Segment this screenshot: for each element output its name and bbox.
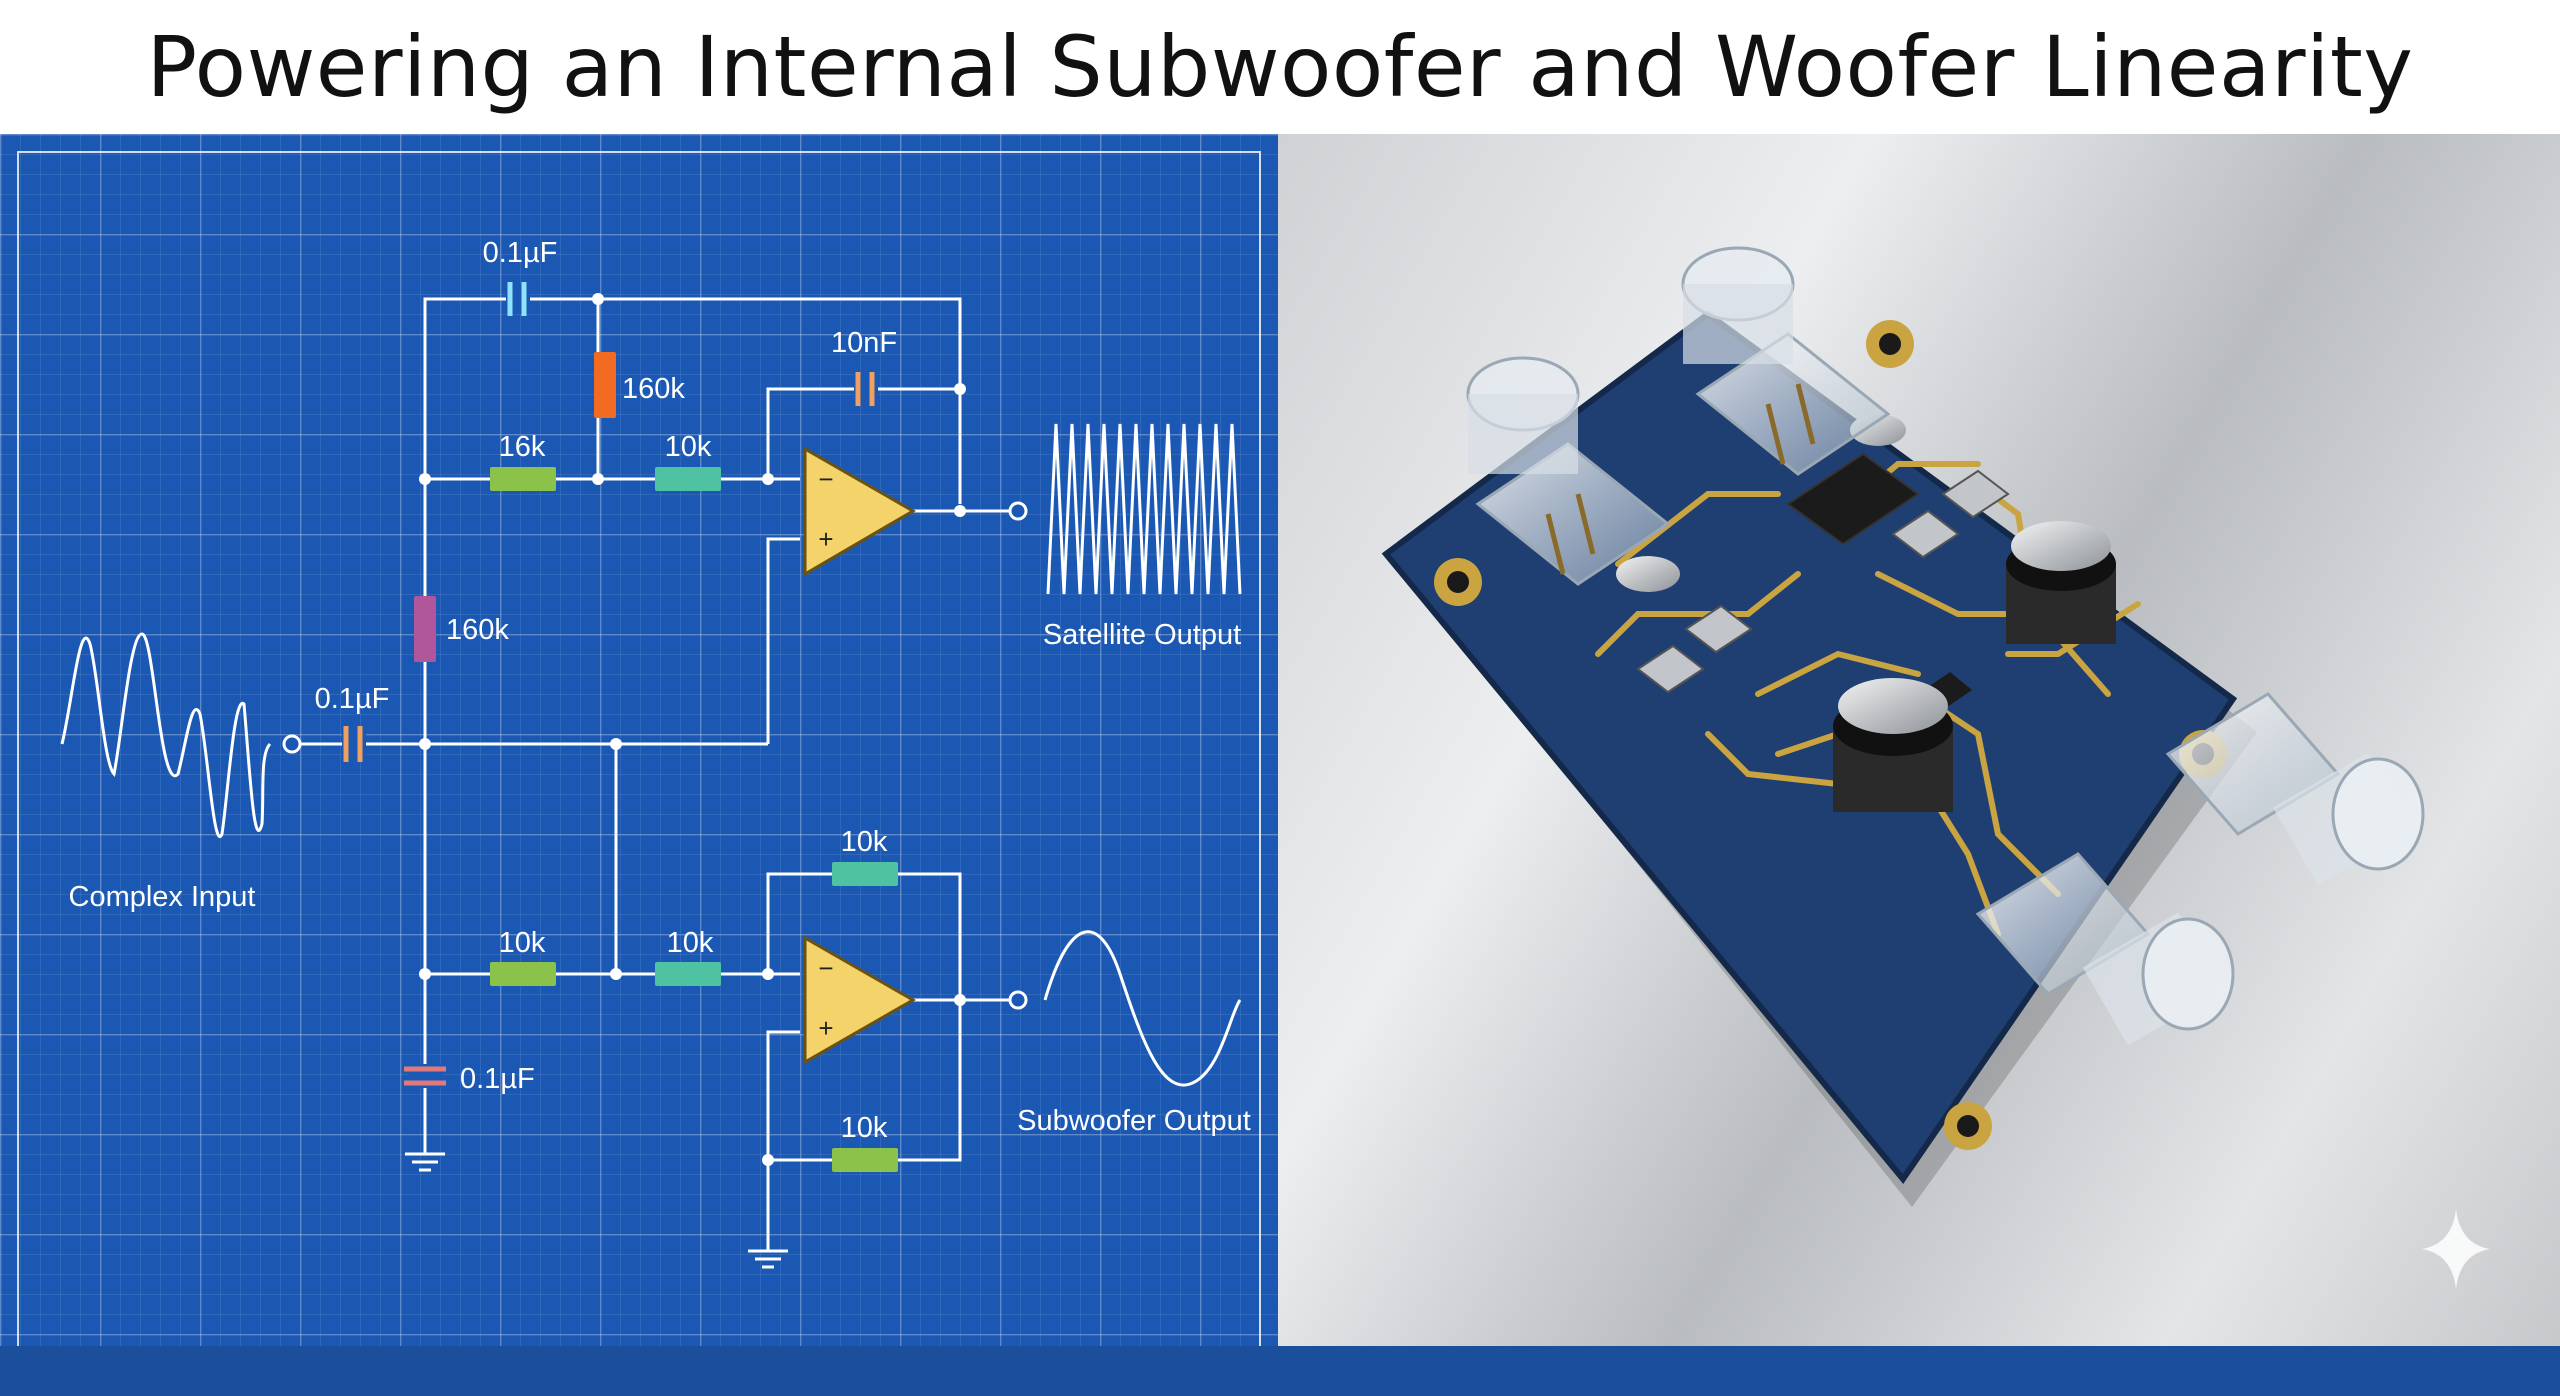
title-bar: Powering an Internal Subwoofer and Woofe… xyxy=(0,0,2560,134)
opamp-upper-minus: − xyxy=(818,464,833,494)
capacitor-ground xyxy=(404,1064,446,1088)
ground-symbol-icon xyxy=(405,1152,445,1172)
opamp-upper-plus: + xyxy=(818,524,833,554)
resistor-upper-right xyxy=(655,467,721,491)
ground-symbol-icon xyxy=(748,1249,788,1269)
input-terminal xyxy=(282,734,302,754)
label-res-upper-left: 16k xyxy=(499,431,546,463)
opamp-lower-minus: − xyxy=(818,953,833,983)
audio-jack-bottom-left xyxy=(1975,852,2235,1046)
capacitor-input xyxy=(342,726,366,762)
footer-bar xyxy=(0,1346,2560,1396)
schematic-border xyxy=(17,151,1261,1346)
resistor-lower-left xyxy=(490,962,556,986)
resistor-lower-feedback xyxy=(832,862,898,886)
label-cap-ground: 0.1µF xyxy=(460,1063,535,1095)
resistor-bottom xyxy=(832,1148,898,1172)
label-res-lower-right: 10k xyxy=(667,927,714,959)
smd-components xyxy=(1636,469,2010,694)
complex-input-label: Complex Input xyxy=(69,881,256,913)
label-res-upper-right: 10k xyxy=(665,431,712,463)
resistor-upper-left xyxy=(490,467,556,491)
schematic-diagram: − + − + 0.1µF 160k 10nF 16k 10k 160k 0.1… xyxy=(17,151,1261,1346)
electrolytic-capacitors xyxy=(1616,414,2116,812)
label-res-bottom: 10k xyxy=(841,1112,888,1144)
capacitor-feedback xyxy=(854,372,878,406)
satellite-output-label: Satellite Output xyxy=(1043,619,1241,651)
opamp-lower xyxy=(803,935,917,1065)
junction-dots xyxy=(419,293,966,1166)
label-cap-input: 0.1µF xyxy=(315,683,390,715)
label-res-top-vertical: 160k xyxy=(622,373,685,405)
label-cap-feedback: 10nF xyxy=(831,327,897,359)
satellite-output-waveform xyxy=(1046,423,1242,595)
sparkle-icon xyxy=(2422,1209,2490,1289)
subwoofer-terminal xyxy=(1008,990,1028,1010)
resistor-mid-vertical xyxy=(414,596,436,662)
opamp-upper xyxy=(803,446,916,577)
label-res-lower-left: 10k xyxy=(499,927,546,959)
resistor-lower-right xyxy=(655,962,721,986)
pcb-photo-panel xyxy=(1278,134,2560,1346)
audio-jack-bottom-right xyxy=(2165,692,2425,886)
subwoofer-output-waveform xyxy=(1043,930,1242,1087)
opamp-lower-plus: + xyxy=(818,1013,833,1043)
audio-jack-top-left xyxy=(1466,356,1671,586)
pcb-illustration xyxy=(1381,246,2490,1289)
complex-input-waveform xyxy=(60,632,272,839)
audio-jack-top-right xyxy=(1681,246,1891,476)
label-res-mid-vertical: 160k xyxy=(446,614,509,646)
capacitor-top xyxy=(506,282,530,316)
terminals xyxy=(282,501,1028,1010)
label-res-lower-feedback: 10k xyxy=(841,826,888,858)
satellite-terminal xyxy=(1008,501,1028,521)
ic-chip-main xyxy=(1786,452,1920,546)
schematic-wires xyxy=(300,297,1012,1251)
resistor-top-vertical xyxy=(594,352,616,418)
subwoofer-output-label: Subwoofer Output xyxy=(1017,1105,1251,1137)
label-cap-top: 0.1µF xyxy=(483,237,558,269)
schematic-panel: − + − + 0.1µF 160k 10nF 16k 10k 160k 0.1… xyxy=(0,134,1278,1346)
page-title: Powering an Internal Subwoofer and Woofe… xyxy=(146,18,2414,116)
